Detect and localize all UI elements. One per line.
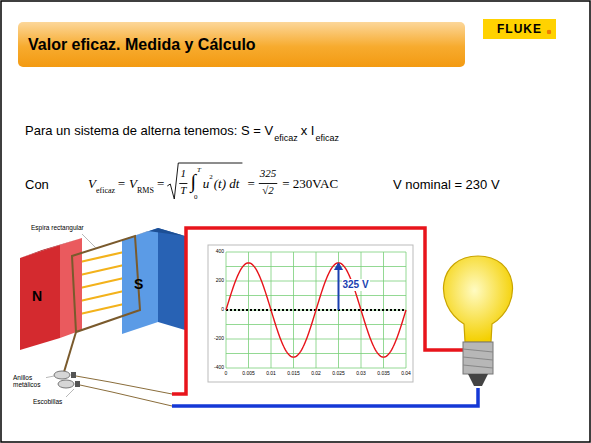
- label: RMS: [137, 186, 154, 195]
- magnetic-field-lines: [80, 252, 124, 314]
- formula-strokes: [167, 163, 277, 199]
- chart-grid: [226, 252, 406, 368]
- label: T: [197, 166, 201, 174]
- label: T: [180, 184, 186, 197]
- pole-letter: S: [134, 276, 143, 292]
- peak-arrow: [338, 269, 340, 310]
- axis-tick: 400: [216, 249, 224, 255]
- axis-tick: 0.005: [242, 371, 255, 377]
- label: (t) dt: [214, 177, 240, 192]
- logo-text: FLUKE: [497, 19, 542, 39]
- sine-wave: [226, 263, 406, 357]
- label: 1: [181, 167, 187, 180]
- label: = V: [117, 177, 137, 192]
- light-bulb: [443, 256, 512, 386]
- part-name: Espira rectangular: [30, 224, 85, 231]
- axis-tick: 0.03: [356, 371, 366, 377]
- peak-arrowhead: [335, 263, 343, 270]
- rectangular-coil: [72, 236, 140, 332]
- label: eficaz: [274, 133, 298, 143]
- label: u: [203, 177, 210, 192]
- south-magnet: [122, 228, 185, 334]
- label: =: [157, 177, 164, 192]
- leader-lines: [44, 234, 96, 397]
- axis-tick: 0.025: [332, 371, 345, 377]
- label: 2: [209, 173, 213, 181]
- brushes: [71, 372, 80, 387]
- label: =: [247, 177, 254, 192]
- axis-tick: 0.04: [401, 371, 411, 377]
- label: Con: [25, 178, 49, 193]
- part-name: Escobillas: [32, 398, 63, 405]
- fraction-bar: [179, 183, 187, 184]
- label: eficaz: [96, 186, 115, 195]
- axis-tick: 0.02: [311, 371, 321, 377]
- fraction-bar: [259, 183, 278, 184]
- part-name: Anillos metálicos: [12, 374, 46, 389]
- neutral-wire: [172, 388, 478, 406]
- label: ∫: [190, 170, 195, 193]
- radical-sign: [167, 163, 242, 199]
- label: 325: [260, 167, 277, 180]
- label: Para un sistema de alterna tenemos: S = …: [25, 124, 273, 139]
- axis-tick: 0: [221, 307, 224, 313]
- live-wire: [172, 228, 463, 394]
- label: V nominal = 230 V: [393, 178, 500, 193]
- label: 0: [194, 193, 198, 201]
- axis-tick: 200: [216, 278, 224, 284]
- label: = 230VAC: [282, 177, 338, 192]
- axis-tick: 0.01: [266, 371, 276, 377]
- logo-badge: FLUKE: [483, 19, 556, 39]
- pole-letter: N: [32, 288, 42, 304]
- label: x I: [301, 124, 315, 139]
- title-bar: Valor eficaz. Medida y Cálculo: [18, 22, 465, 67]
- label: eficaz: [315, 133, 339, 143]
- peak-value: 325 V: [342, 279, 370, 291]
- label: √2: [262, 184, 274, 197]
- chart-panel: [208, 245, 413, 382]
- label: V: [88, 177, 96, 192]
- axis-tick: 0: [225, 371, 228, 377]
- axis-tick: -200: [214, 336, 224, 342]
- axis-tick: 0.015: [287, 371, 300, 377]
- generator-wires: [76, 376, 172, 406]
- axis-tick: 0.035: [377, 371, 390, 377]
- voltage-chart: [208, 245, 413, 382]
- axis-tick: -400: [214, 365, 224, 371]
- coil-shaft: [64, 332, 76, 372]
